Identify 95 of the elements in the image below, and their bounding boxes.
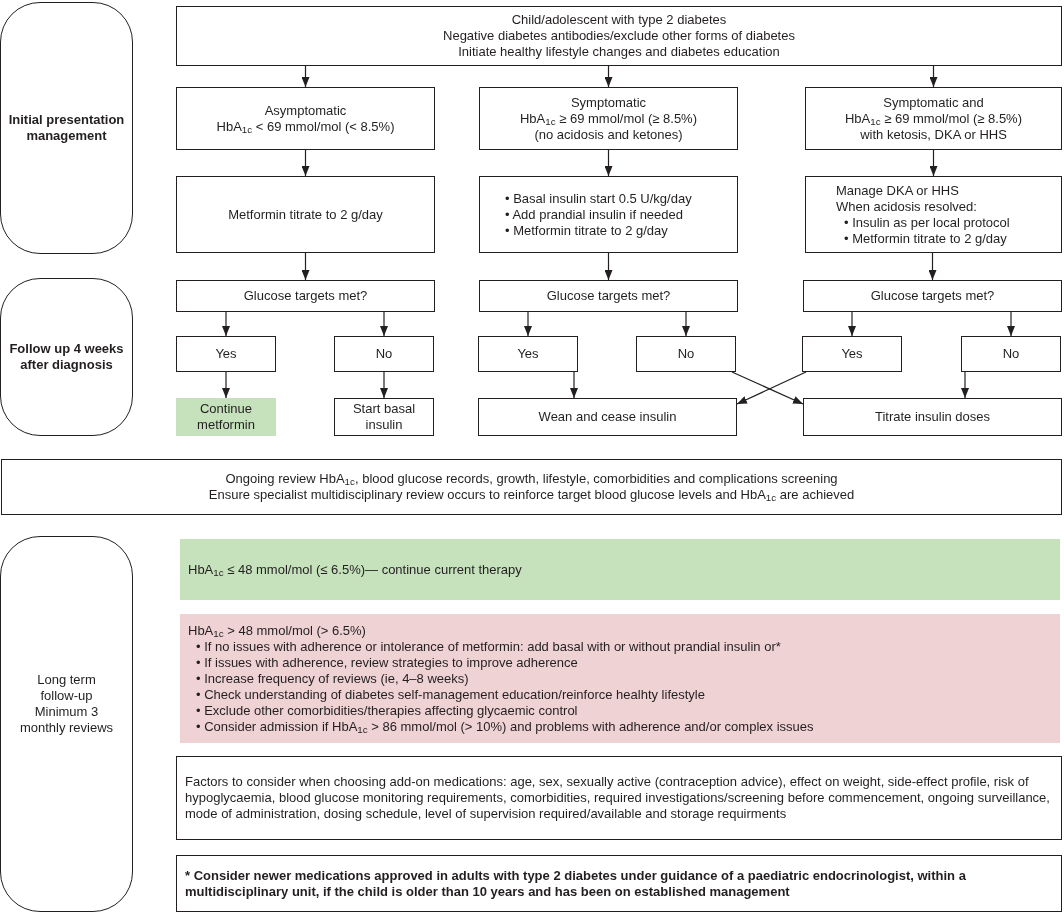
- process-box: [479, 280, 738, 312]
- process-box: [805, 176, 1062, 253]
- box-text: Yes: [215, 346, 237, 362]
- stage-box: [0, 536, 133, 912]
- process-box: [479, 176, 738, 253]
- box-text: Manage DKA or HHS: [836, 182, 959, 199]
- box-text: Start basal insulin: [351, 401, 417, 433]
- process-box: [176, 756, 1062, 840]
- bullet-item: • Add prandial insulin if needed: [504, 206, 683, 223]
- box-text: Factors to consider when choosing add-on medications: age, sex, sexually active (contraception advice), effect on weight, side-effect profile, risk of hypoglycaemia, blood glucose monitoring requirements, comorbidities, required investigations/screening before commencement, ongoing surveillance, mode of administration, dosing schedule, level of supervision required/available and storage requirments: [185, 774, 1051, 822]
- box-text: Glucose targets met?: [243, 288, 368, 304]
- process-box: [802, 336, 902, 372]
- box-text: Glucose targets met?: [870, 288, 995, 304]
- process-box: [334, 398, 434, 436]
- box-text: When acidosis resolved:: [836, 198, 977, 215]
- arrow: [682, 311, 690, 337]
- arrow: [524, 311, 532, 337]
- bullet-item: • If issues with adherence, review strategies to improve adherence: [195, 654, 578, 671]
- bullet-item: • Consider admission if HbA$_{1c}$ > 86 mmol/mol (> 10%) and problems with adherence and/or complex issues: [195, 718, 814, 735]
- arrow: [301, 149, 310, 177]
- outcome-box: [180, 539, 1060, 600]
- bullet-item: • Metformin titrate to 2 g/day: [504, 222, 668, 239]
- arrow: [848, 311, 856, 337]
- note-text: * Consider newer medications approved in adults with type 2 diabetes under guidance of a paediatric endocrinologist, within a multidisciplinary unit, if the child is older than 10 years and has been on established management: [185, 867, 967, 900]
- box-text: HbA$_{1c}$ ≤ 48 mmol/mol (≤ 6.5%)— continue current therapy: [188, 561, 522, 578]
- process-box: [176, 87, 435, 150]
- box-text: HbA$_{1c}$ < 69 mmol/mol (< 8.5%): [216, 118, 395, 135]
- stage-label: Initial presentation management: [7, 112, 126, 144]
- box-text: Asymptomatic: [264, 102, 347, 119]
- box-text: Symptomatic and: [883, 94, 984, 111]
- arrow: [222, 371, 230, 399]
- bullet-item: • Insulin as per local protocol: [843, 214, 1010, 231]
- box-text: Child/adolescent with type 2 diabetes: [511, 12, 727, 28]
- process-box: [479, 87, 738, 150]
- box-text: with ketosis, DKA or HHS: [860, 126, 1007, 143]
- box-text: HbA$_{1c}$ > 48 mmol/mol (> 6.5%): [188, 622, 366, 639]
- bullet-item: • Increase frequency of reviews (ie, 4–8 weeks): [195, 670, 469, 687]
- process-box: [803, 280, 1062, 312]
- process-box: [176, 336, 276, 372]
- box-text: Wean and cease insulin: [538, 409, 677, 425]
- box-text: Yes: [517, 346, 539, 362]
- box-text: HbA$_{1c}$ ≥ 69 mmol/mol (≥ 8.5%): [520, 110, 697, 127]
- arrow: [961, 371, 969, 399]
- process-box: [478, 336, 578, 372]
- arrow: [604, 252, 613, 281]
- arrow: [301, 65, 310, 88]
- outcome-box: [176, 398, 276, 436]
- stage-box: [0, 2, 133, 254]
- box-text: Symptomatic: [570, 94, 647, 111]
- stage-label: Minimum 3 monthly reviews: [18, 704, 115, 736]
- arrow: [928, 252, 937, 281]
- box-text: No: [1002, 346, 1020, 362]
- process-box: [176, 176, 435, 253]
- box-text: Ensure specialist multidisciplinary review occurs to reinforce target blood glucose levels and HbA$_{1c}$ are achieved: [208, 487, 855, 503]
- arrow: [929, 65, 938, 88]
- box-text: HbA$_{1c}$ ≥ 69 mmol/mol (≥ 8.5%): [845, 110, 1022, 127]
- process-box: [176, 280, 435, 312]
- arrow: [1007, 311, 1015, 337]
- arrow: [604, 65, 613, 88]
- stage-label: Long term follow-up: [36, 672, 97, 704]
- process-box: [334, 336, 434, 372]
- process-box: [961, 336, 1061, 372]
- box-text: Initiate healthy lifestyle changes and diabetes education: [458, 44, 780, 60]
- box-text: Metformin titrate to 2 g/day: [228, 206, 383, 223]
- bullet-item: • Metformin titrate to 2 g/day: [843, 230, 1007, 247]
- box-text: No: [375, 346, 393, 362]
- stage-label: Follow up 4 weeks after diagnosis: [8, 341, 125, 373]
- box-text: Yes: [841, 346, 863, 362]
- stage-box: [0, 278, 133, 436]
- box-text: Ongoing review HbA$_{1c}$, blood glucose records, growth, lifestyle, comorbidities and complications screening: [225, 471, 838, 487]
- process-box: [478, 398, 737, 436]
- arrow: [570, 371, 578, 399]
- arrow: [380, 371, 388, 399]
- arrow: [604, 149, 613, 177]
- process-box: [636, 336, 736, 372]
- bullet-item: • If no issues with adherence or intolerance of metformin: add basal with or without prandial insulin or*: [195, 638, 781, 655]
- box-text: Continue metformin: [196, 401, 256, 433]
- note-box: [176, 855, 1062, 912]
- box-text: No: [677, 346, 695, 362]
- arrow: [380, 311, 388, 337]
- box-text: Titrate insulin doses: [874, 409, 991, 425]
- arrow: [929, 149, 938, 177]
- box-text: Negative diabetes antibodies/exclude other forms of diabetes: [443, 28, 795, 44]
- bullet-item: • Check understanding of diabetes self-management education/reinforce healhty lifestyle: [195, 686, 705, 703]
- process-box: [805, 87, 1062, 150]
- arrow: [222, 311, 230, 337]
- bullet-item: • Basal insulin start 0.5 U/kg/day: [504, 190, 692, 207]
- process-box: [803, 398, 1062, 436]
- bullet-item: • Exclude other comorbidities/therapies affecting glycaemic control: [195, 702, 578, 719]
- box-text: Glucose targets met?: [546, 288, 671, 304]
- action-box: [180, 614, 1060, 743]
- process-box: [1, 459, 1062, 515]
- box-text: (no acidosis and ketones): [534, 126, 683, 143]
- arrow: [301, 252, 310, 281]
- process-box: [176, 6, 1062, 66]
